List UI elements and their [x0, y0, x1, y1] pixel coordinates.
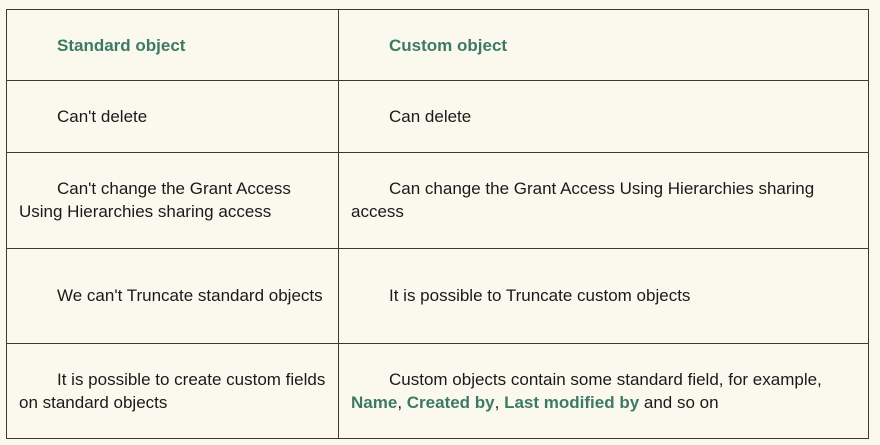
highlight-last-modified-by: Last modified by	[504, 392, 640, 412]
comparison-table: Standard object Custom object Can't dele…	[6, 8, 869, 440]
separator: ,	[494, 392, 505, 412]
header-custom-object: Custom object	[389, 35, 508, 55]
table-cell-custom: Custom objects contain some standard fie…	[338, 342, 869, 440]
table-row: Can't delete Can delete	[6, 80, 869, 154]
cell-text: Can't delete	[57, 107, 148, 127]
table-cell-standard: It is possible to create custom fields o…	[6, 342, 339, 440]
cell-text: It is possible to Truncate custom object…	[389, 286, 691, 306]
table-row: Can't change the Grant Access Using Hier…	[6, 152, 869, 249]
highlight-name: Name	[351, 392, 398, 412]
table-cell-standard: Can't delete	[6, 80, 339, 154]
table-cell-custom: Can change the Grant Access Using Hierar…	[338, 152, 869, 249]
cell-text: We can't Truncate standard objects	[57, 286, 323, 306]
cell-text: Can delete	[389, 107, 472, 127]
table-row: It is possible to create custom fields o…	[6, 342, 869, 440]
header-standard-object: Standard object	[57, 35, 186, 55]
cell-text: Can change the Grant Access Using Hierar…	[351, 179, 815, 222]
cell-text: Can't change the Grant Access Using Hier…	[19, 179, 291, 222]
table-cell-standard: Can't change the Grant Access Using Hier…	[6, 152, 339, 249]
header-cell-standard: Standard object	[6, 8, 339, 82]
header-cell-custom: Custom object	[338, 8, 869, 82]
separator: ,	[397, 392, 407, 412]
cell-text-prefix: Custom objects contain some standard fie…	[389, 369, 822, 389]
table-cell-custom: Can delete	[338, 80, 869, 154]
cell-text: It is possible to create custom fields o…	[19, 369, 326, 412]
table-cell-custom: It is possible to Truncate custom object…	[338, 247, 869, 344]
table-row: We can't Truncate standard objects It is…	[6, 247, 869, 344]
highlight-created-by: Created by	[406, 392, 495, 412]
table-header-row: Standard object Custom object	[6, 8, 869, 82]
table-cell-standard: We can't Truncate standard objects	[6, 247, 339, 344]
cell-text-suffix: and so on	[639, 392, 719, 412]
